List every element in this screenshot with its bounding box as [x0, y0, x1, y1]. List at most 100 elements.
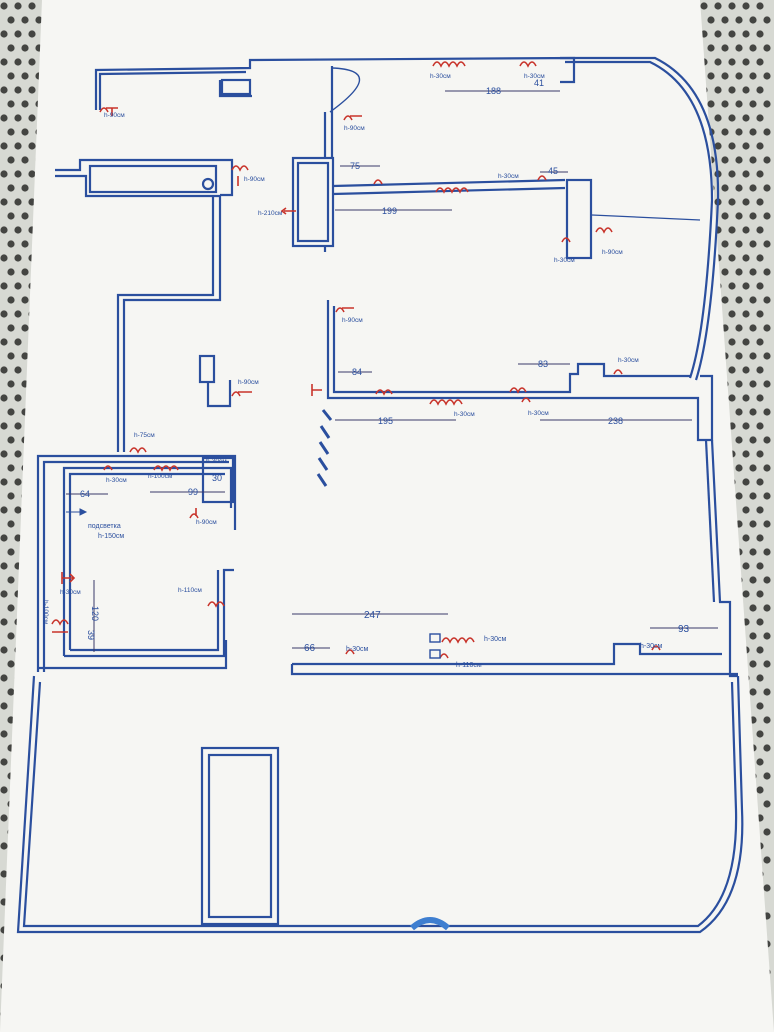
table-dot [0, 730, 8, 738]
table-dot [763, 268, 771, 276]
table-dot [763, 436, 771, 444]
table-dot [700, 2, 708, 10]
table-dot [756, 282, 764, 290]
table-dot [749, 156, 757, 164]
height-label: h-30см [528, 410, 549, 417]
table-dot [749, 100, 757, 108]
table-dot [14, 58, 22, 66]
table-dot [742, 394, 750, 402]
table-dot [21, 100, 29, 108]
table-dot [7, 128, 15, 136]
table-dot [0, 30, 8, 38]
table-dot [749, 324, 757, 332]
height-label: h-90см [342, 317, 363, 324]
table-dot [742, 310, 750, 318]
table-dot [728, 58, 736, 66]
table-dot [749, 408, 757, 416]
table-dot [14, 114, 22, 122]
labels: 188 41 75 45 199 84 83 195 238 64 99 30 … [42, 73, 690, 669]
table-dot [0, 506, 8, 514]
dim-195: 195 [378, 416, 393, 426]
table-dot [728, 170, 736, 178]
table-dot [728, 310, 736, 318]
table-dot [756, 366, 764, 374]
dim-120: 120 [90, 606, 100, 621]
table-dot [14, 450, 22, 458]
table-dot [7, 520, 15, 528]
table-dot [763, 296, 771, 304]
table-dot [735, 464, 743, 472]
dim-75: 75 [350, 161, 360, 171]
table-dot [742, 590, 750, 598]
table-dot [756, 310, 764, 318]
table-dot [749, 688, 757, 696]
table-dot [0, 618, 8, 626]
table-dot [0, 310, 8, 318]
table-dot [763, 660, 771, 668]
table-dot [742, 478, 750, 486]
table-dot [728, 142, 736, 150]
height-label: h-30см [430, 73, 451, 80]
backlight-height-note: h-150см [98, 533, 124, 540]
table-dot [7, 324, 15, 332]
table-dot [0, 226, 8, 234]
table-dot [714, 142, 722, 150]
window-hatch [316, 409, 333, 487]
table-dot [0, 394, 8, 402]
table-dot [763, 100, 771, 108]
table-dot [756, 730, 764, 738]
table-dot [742, 198, 750, 206]
table-dot [763, 800, 771, 808]
dim-66: 66 [304, 643, 316, 654]
table-dot [14, 30, 22, 38]
table-dot [21, 240, 29, 248]
table-dot [0, 534, 8, 542]
table-dot [0, 758, 8, 766]
dimension-lines [66, 90, 718, 652]
table-dot [735, 352, 743, 360]
table-dot [728, 282, 736, 290]
table-dot [735, 380, 743, 388]
table-dot [7, 492, 15, 500]
table-dot [14, 366, 22, 374]
table-dot [14, 254, 22, 262]
table-dot [756, 394, 764, 402]
table-dot [756, 30, 764, 38]
table-dot [21, 72, 29, 80]
table-dot [721, 296, 729, 304]
table-dot [7, 156, 15, 164]
table-dot [763, 744, 771, 752]
table-dot [28, 2, 36, 10]
table-dot [7, 688, 15, 696]
table-dot [742, 450, 750, 458]
table-dot [763, 464, 771, 472]
table-dot [14, 198, 22, 206]
table-dot [749, 16, 757, 24]
table-dot [742, 338, 750, 346]
height-label: h-30см [484, 636, 507, 643]
table-dot [749, 492, 757, 500]
table-dot [728, 114, 736, 122]
table-dot [21, 352, 29, 360]
table-dot [749, 520, 757, 528]
table-dot [7, 212, 15, 220]
table-dot [756, 506, 764, 514]
table-dot [742, 282, 750, 290]
height-label: h-75см [134, 432, 155, 439]
table-dot [21, 44, 29, 52]
height-label: h-90см [238, 379, 259, 386]
table-dot [28, 30, 36, 38]
dim-30: 30 [212, 473, 222, 483]
table-dot [742, 170, 750, 178]
table-dot [735, 240, 743, 248]
table-dot [749, 660, 757, 668]
table-dot [756, 674, 764, 682]
table-dot [14, 422, 22, 430]
table-dot [756, 562, 764, 570]
table-dot [756, 702, 764, 710]
table-dot [0, 562, 8, 570]
table-dot [763, 16, 771, 24]
table-dot [728, 198, 736, 206]
